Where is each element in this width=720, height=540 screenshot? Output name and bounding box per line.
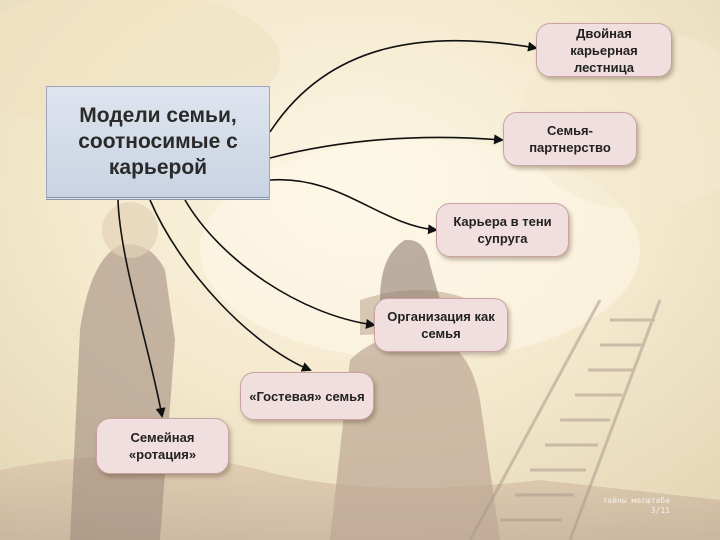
node-guest-family: «Гостевая» семья [240, 372, 374, 420]
watermark-text: тайны масштаба 3/11 [602, 496, 670, 515]
node-partnership-family: Семья- партнерство [503, 112, 637, 166]
diagram-title-box: Модели семьи, соотносимые с карьерой [46, 86, 270, 200]
node-dual-career-ladder: Двойная карьерная лестница [536, 23, 672, 77]
node-family-rotation: Семейная «ротация» [96, 418, 229, 474]
node-organization-as-family: Организация как семья [374, 298, 508, 352]
node-career-in-spouse-shadow: Карьера в тени супруга [436, 203, 569, 257]
